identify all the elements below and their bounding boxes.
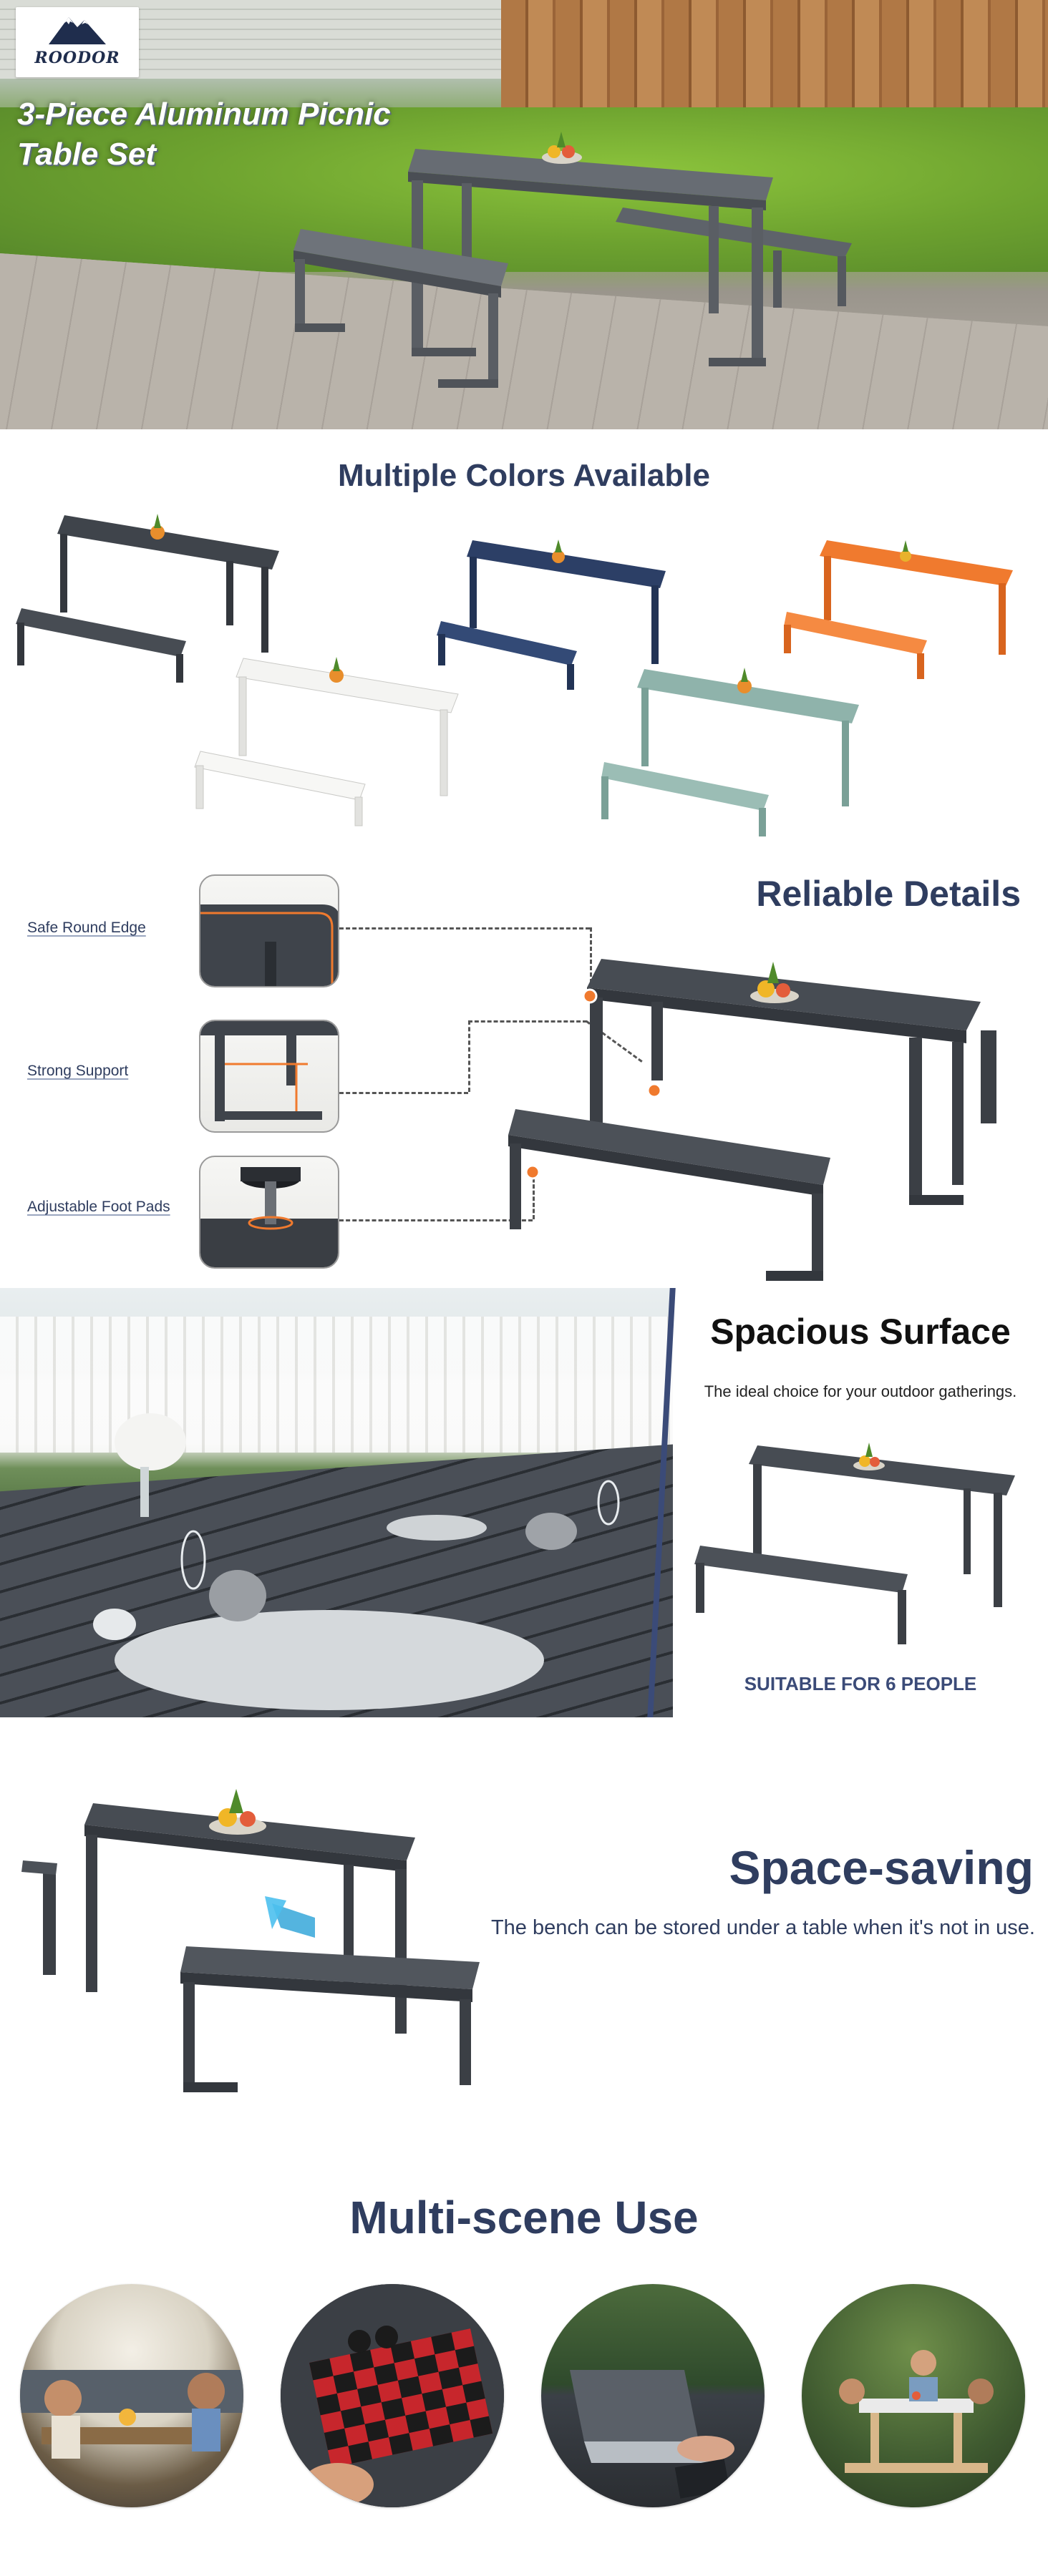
navy-table-set-image [437, 540, 666, 690]
colors-title: Multiple Colors Available [338, 458, 710, 493]
orange-table-set-image [784, 540, 1013, 679]
hero-title: 3-Piece Aluminum Picnic Table Set [17, 94, 518, 175]
detail-label-round-edge: Safe Round Edge [27, 919, 146, 936]
colors-section: Multiple Colors Available [0, 429, 1048, 873]
family-gathering-icon [839, 2350, 994, 2473]
logo-text: ROODOR [34, 49, 120, 67]
connector-support [339, 1092, 468, 1094]
outdoor-dining-icon [20, 2370, 243, 2459]
slide-arrow-icon [272, 1903, 315, 1938]
connector-foot-pads-v [533, 1172, 535, 1219]
brand-logo[interactable]: ROODOR [16, 7, 139, 77]
space-saving-section: Space-saving The bench can be stored und… [0, 1717, 1048, 2161]
hero-title-line1: 3-Piece Aluminum Picnic [17, 97, 391, 132]
details-section: Reliable Details Safe Round Edge Strong … [0, 873, 1048, 1288]
spacious-table-image [694, 1443, 1015, 1644]
details-title: Reliable Details [756, 874, 1021, 914]
dining-items-image [93, 1413, 620, 1710]
space-saving-subtitle: The bench can be stored under a table wh… [490, 1916, 1035, 1939]
laptop-icon [570, 2370, 734, 2499]
connector-support-h2 [468, 1020, 587, 1023]
detail-table-image [508, 959, 996, 1281]
capacity-label: SUITABLE FOR 6 PEOPLE [744, 1673, 977, 1694]
connector-round-edge-v [590, 927, 592, 996]
space-saving-title: Space-saving [729, 1841, 1034, 1894]
hero-banner: ROODOR 3-Piece Aluminum Picnic Table Set [0, 0, 1048, 429]
scene-outdoor-dining [20, 2284, 243, 2507]
strong-support-thumbnail [199, 1020, 339, 1133]
connector-round-edge [339, 927, 590, 930]
checkers-board-icon [281, 2284, 504, 2507]
hero-picnic-table-image [293, 132, 852, 388]
spacious-section: Spacious Surface The ideal choice for yo… [0, 1288, 1048, 1717]
mountain-icon [49, 17, 106, 44]
round-edge-closeup-icon [200, 904, 338, 986]
scene-board-games [281, 2284, 504, 2507]
spacious-title: Spacious Surface [710, 1312, 1011, 1352]
support-frame-closeup-icon [200, 1021, 338, 1121]
foot-pad-closeup-icon [200, 1167, 338, 1267]
scene-remote-work [541, 2284, 765, 2507]
space-saving-table-image [21, 1789, 480, 2092]
sage-table-set-image [601, 668, 859, 836]
hero-title-line2: Table Set [17, 137, 156, 172]
foot-pads-thumbnail [199, 1156, 339, 1269]
table-setting-photo [0, 1288, 673, 1717]
scene-family-gathering [802, 2284, 1025, 2507]
connector-foot-pads [339, 1219, 533, 1221]
gray-table-set-image [16, 514, 279, 683]
spacious-subtitle: The ideal choice for your outdoor gather… [704, 1382, 1017, 1400]
multi-scene-section: Multi-scene Use [0, 2161, 1048, 2576]
round-edge-thumbnail [199, 874, 339, 987]
detail-label-strong-support: Strong Support [27, 1063, 129, 1079]
detail-label-foot-pads: Adjustable Foot Pads [27, 1199, 170, 1215]
white-table-set-image [194, 657, 459, 826]
white-picket-fence [0, 1317, 673, 1453]
connector-support-v [468, 1020, 470, 1092]
multi-scene-title: Multi-scene Use [349, 2192, 699, 2243]
